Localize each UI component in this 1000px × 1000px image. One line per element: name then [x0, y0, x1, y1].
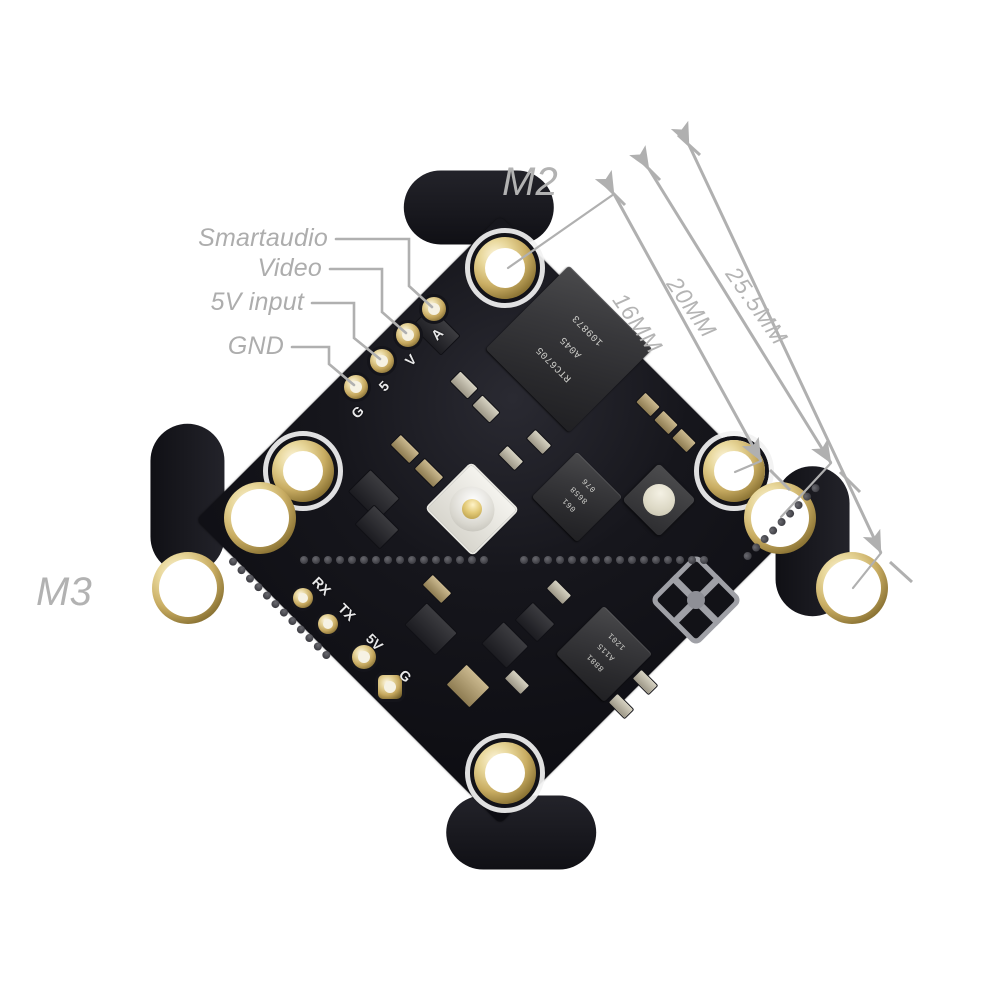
solder-pad-gnd-bottom: [378, 675, 402, 699]
m2-mounting-hole-top: [465, 228, 545, 308]
solder-pad-gnd: [344, 375, 368, 399]
solder-pad-smartaudio: [422, 297, 446, 321]
dimension-label-20mm: 20MM: [661, 272, 722, 343]
label-m2: M2: [502, 160, 558, 204]
ext-line-20-top: [638, 158, 662, 182]
callout-label-video: Video: [257, 254, 322, 282]
ext-line-16-top: [603, 183, 627, 207]
smd-component: [608, 693, 634, 719]
solder-pad-video: [396, 323, 420, 347]
m3-mounting-hole-left-inner: [224, 482, 296, 554]
label-m3: M3: [36, 570, 92, 614]
castellated-pad-row-center-left: [300, 556, 488, 564]
solder-pad-rx: [293, 588, 313, 608]
solder-pad-5v: [370, 349, 394, 373]
ext-line-255-bottom: [888, 560, 914, 584]
m2-mounting-hole-bottom: [465, 733, 545, 813]
callout-label-smartaudio: Smartaudio: [198, 224, 328, 252]
smd-component: [632, 669, 658, 695]
solder-pad-tx: [318, 614, 338, 634]
m2-mounting-hole-left: [263, 431, 343, 511]
dimension-label-255mm: 25.5MM: [720, 262, 794, 350]
ext-line-255-top: [676, 133, 702, 157]
m3-mounting-hole-left-outer: [152, 552, 224, 624]
solder-pad-5v-bottom: [352, 645, 376, 669]
castellated-pad-row-center-right: [520, 556, 708, 564]
m3-mounting-hole-right-outer: [816, 552, 888, 624]
callout-label-gnd: GND: [227, 332, 284, 360]
callout-label-5v-input: 5V input: [210, 288, 304, 316]
